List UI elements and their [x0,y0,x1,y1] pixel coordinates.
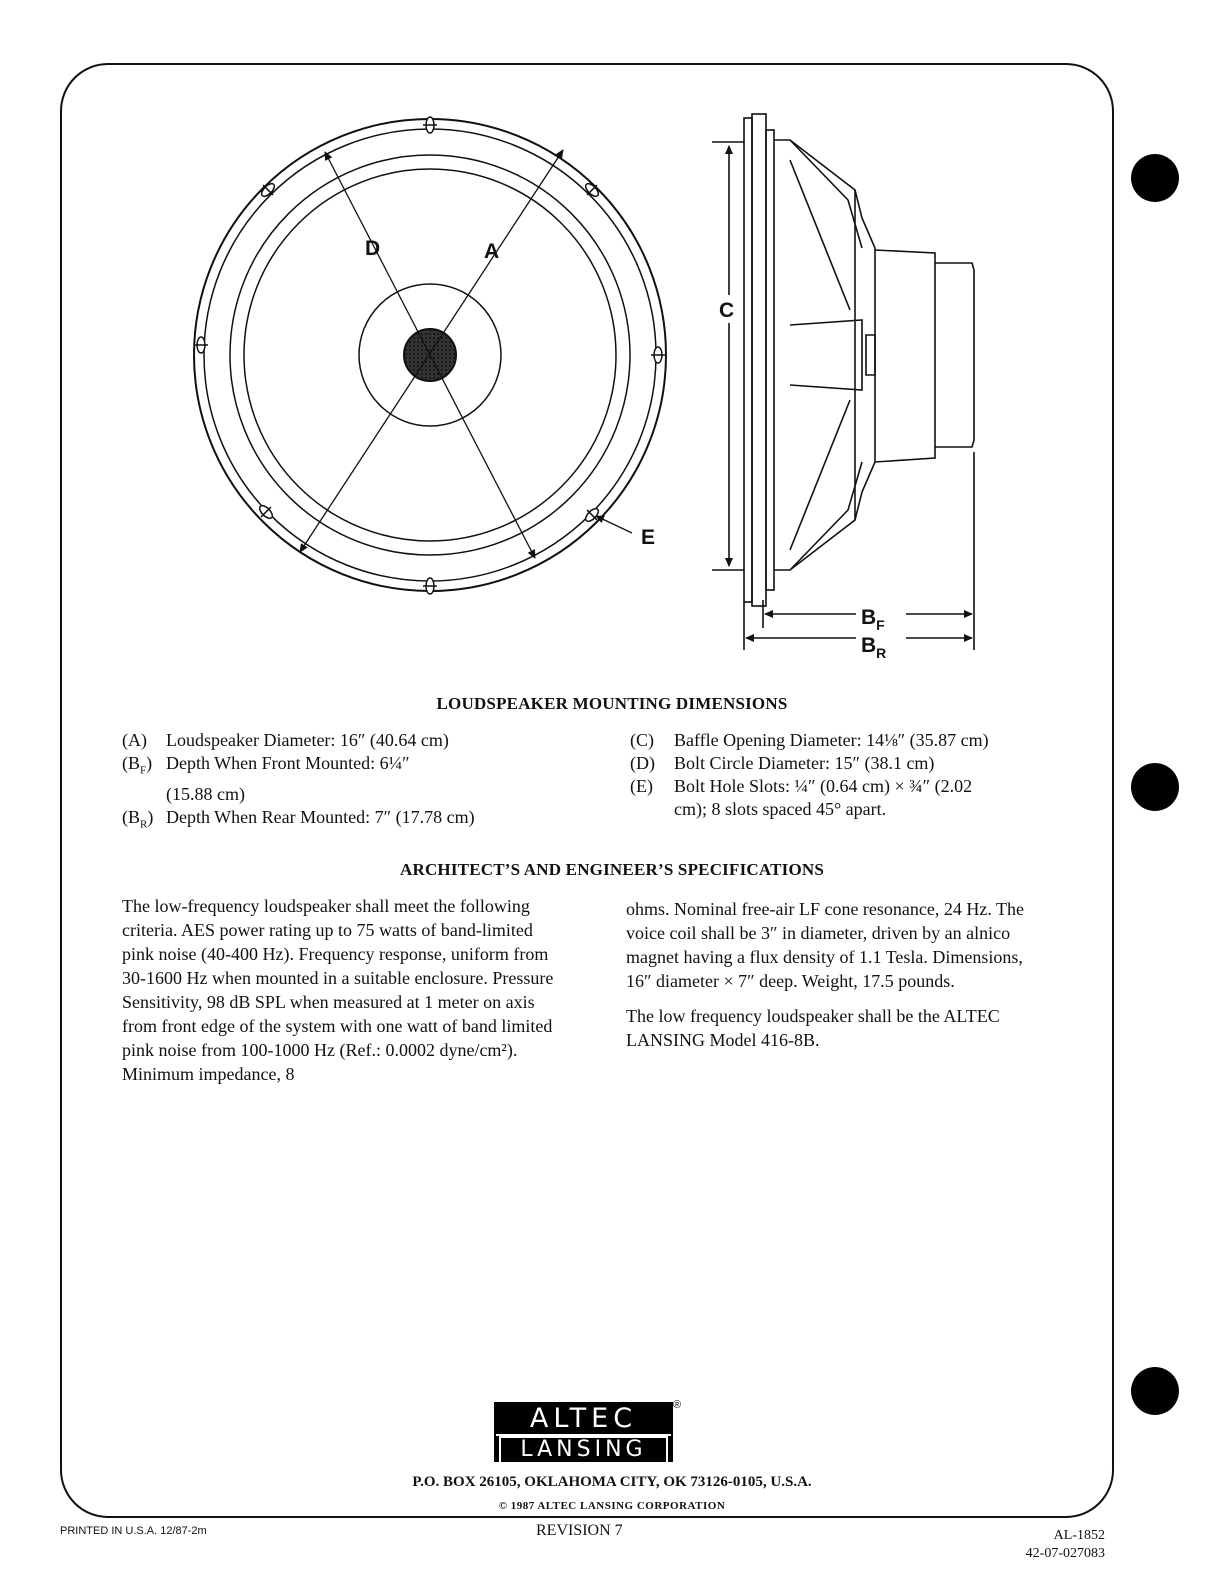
dimensions-right: (C)Baffle Opening Diameter: 14⅛″ (35.87 … [630,729,1070,821]
dim-row: (C)Baffle Opening Diameter: 14⅛″ (35.87 … [630,730,989,750]
binder-hole-top [1131,154,1179,202]
spec-paragraph: The low-frequency loudspeaker shall meet… [122,896,554,1084]
document-number: AL-1852 [1053,1528,1105,1543]
dim-row: (BF)Depth When Front Mounted: 6¼″ [122,753,410,777]
dimension-arrows [299,149,633,559]
section-title-specifications: ARCHITECT’S AND ENGINEER’S SPECIFICATION… [400,860,824,879]
binder-hole-bottom [1131,1367,1179,1415]
dim-row: (15.88 cm) [166,783,245,804]
altec-lansing-logo: ALTEC LANSING [494,1402,673,1464]
spec-paragraph: The low frequency loudspeaker shall be t… [626,1006,1000,1050]
page-border [60,63,1114,1518]
company-address: P.O. BOX 26105, OKLAHOMA CITY, OK 73126-… [412,1474,812,1490]
label-d: D [365,237,380,260]
label-br: BR [861,634,886,661]
section-title-dimensions: LOUDSPEAKER MOUNTING DIMENSIONS [436,694,788,713]
label-c: C [719,299,734,322]
printed-note: PRINTED IN U.S.A. 12/87-2m [60,1525,207,1537]
label-e: E [641,526,655,549]
dimensions-left: (A)Loudspeaker Diameter: 16″ (40.64 cm) … [122,729,572,836]
part-number: 42-07-027083 [1025,1546,1105,1561]
spec-paragraph: ohms. Nominal free-air LF cone resonance… [626,899,1025,991]
spec-column-right: ohms. Nominal free-air LF cone resonance… [626,897,1046,1063]
dim-row: (E)Bolt Hole Slots: ¼″ (0.64 cm) × ¾″ (2… [630,776,973,796]
copyright: © 1987 ALTEC LANSING CORPORATION [498,1500,726,1512]
revision: REVISION 7 [536,1522,623,1539]
label-bf: BF [861,606,885,633]
side-view [712,113,975,650]
registered-mark: ® [673,1399,682,1411]
spec-column-left: The low-frequency loudspeaker shall meet… [122,894,554,1097]
dim-row: cm); 8 slots spaced 45° apart. [674,799,887,819]
dim-row: (A)Loudspeaker Diameter: 16″ (40.64 cm) [122,730,449,750]
dim-row: (BR)Depth When Rear Mounted: 7″ (17.78 c… [122,806,475,831]
dim-row: (D)Bolt Circle Diameter: 15″ (38.1 cm) [630,753,935,773]
label-a: A [484,240,499,263]
bolt-slots [194,116,665,595]
speaker-drawing: D A E C BF BR [193,113,975,661]
binder-hole-middle [1131,763,1179,811]
